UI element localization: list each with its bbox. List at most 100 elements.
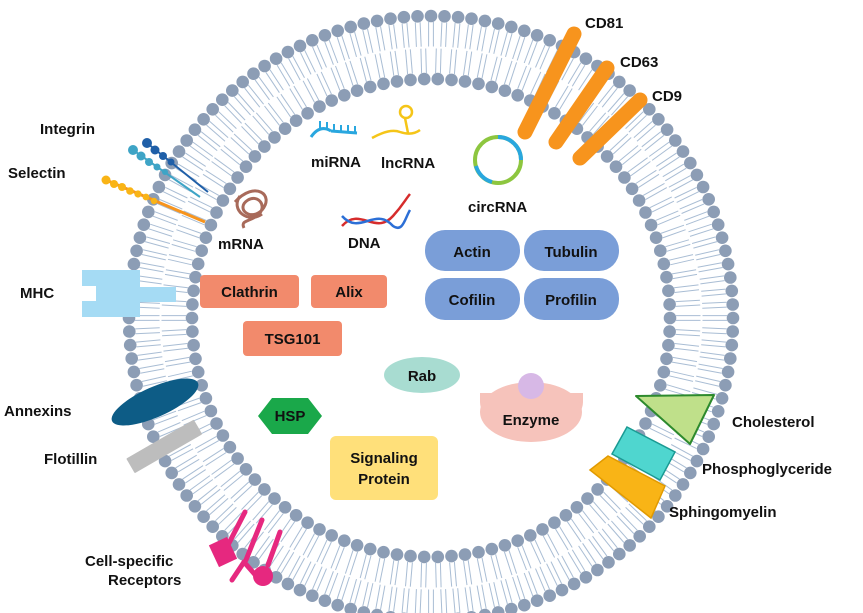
lipid-tail xyxy=(559,88,573,110)
lipid-tail xyxy=(521,67,532,91)
lipid-tail xyxy=(578,102,595,123)
lipid-tail xyxy=(224,105,242,124)
lipid-tail xyxy=(304,563,316,586)
lipid-tail xyxy=(651,200,675,213)
lipid-tail xyxy=(676,191,699,203)
lipid-tail xyxy=(200,488,221,505)
rab-label: Rab xyxy=(408,368,436,385)
lipid-tail xyxy=(192,479,214,495)
lipid-tail xyxy=(534,539,546,563)
lipid-tail xyxy=(137,351,162,356)
outer-lipid-head xyxy=(726,311,740,325)
lipid-tail xyxy=(254,535,270,557)
lipid-tail xyxy=(150,223,174,233)
lipid-tail xyxy=(177,458,200,473)
outer-lipid-head xyxy=(331,598,345,612)
cd81-label: CD81 xyxy=(585,15,623,32)
lipid-tail xyxy=(674,284,699,289)
lipid-tail xyxy=(644,134,665,151)
lipid-tail xyxy=(420,562,423,588)
lipid-tail xyxy=(288,58,301,81)
inner-lipid-head xyxy=(390,75,404,88)
inner-lipid-head xyxy=(639,417,652,430)
outer-lipid-head xyxy=(543,34,556,47)
lipid-tail xyxy=(200,131,221,148)
inner-lipid-head xyxy=(204,404,218,418)
lipid-tail xyxy=(658,156,680,171)
lipid-tail xyxy=(172,239,197,248)
lipid-tail xyxy=(234,96,251,116)
lipid-tail xyxy=(241,491,259,510)
inner-lipid-head xyxy=(313,523,326,536)
lipid-tail xyxy=(227,102,246,121)
outer-lipid-head xyxy=(344,20,358,34)
lipid-tail xyxy=(578,69,593,91)
lipid-tail xyxy=(530,71,542,95)
lipid-tail xyxy=(163,284,188,289)
outer-lipid-head xyxy=(180,134,193,147)
phosphoglyceride-label: Phosphoglyceride xyxy=(702,461,832,478)
outer-lipid-head xyxy=(172,478,186,491)
lipid-tail xyxy=(176,229,200,239)
lipid-tail xyxy=(660,224,685,234)
lipid-tail xyxy=(612,137,632,155)
lipid-tail xyxy=(419,589,422,613)
enzyme-label: Enzyme xyxy=(503,412,560,429)
lipid-tail xyxy=(467,560,473,585)
outer-lipid-head xyxy=(258,59,271,73)
lipid-tail xyxy=(582,510,598,531)
lipid-tail xyxy=(547,533,560,556)
lipid-tail xyxy=(457,23,461,48)
lipid-tail xyxy=(211,161,232,177)
lipid-tail xyxy=(182,465,204,480)
lipid-tail xyxy=(425,562,427,588)
outer-lipid-head xyxy=(491,606,505,613)
lipid-tail xyxy=(528,41,538,65)
lipid-tail xyxy=(539,566,550,590)
inner-lipid-head xyxy=(301,107,314,120)
lipid-tail xyxy=(561,555,574,578)
inner-lipid-head xyxy=(417,72,431,86)
inner-lipid-head xyxy=(511,89,524,102)
outer-lipid-head xyxy=(357,17,371,30)
lipid-tail xyxy=(354,31,362,56)
lipid-tail xyxy=(535,44,546,68)
lipid-tail xyxy=(625,507,644,525)
inner-lipid-head xyxy=(404,73,417,87)
annexins-label: Annexins xyxy=(4,403,72,420)
lipid-tail xyxy=(493,582,500,607)
inner-lipid-head xyxy=(458,75,472,88)
outer-lipid-head xyxy=(623,539,636,552)
lipid-tail xyxy=(349,33,357,58)
inner-lipid-head xyxy=(654,244,667,257)
lipid-tail xyxy=(681,203,705,214)
inner-lipid-head xyxy=(289,509,303,522)
lipid-tail xyxy=(620,512,638,531)
lipid-tail xyxy=(316,73,328,97)
mrna-icon xyxy=(233,189,268,229)
inner-lipid-head xyxy=(187,338,200,352)
tubulin-label: Tubulin xyxy=(544,244,597,261)
inner-lipid-head xyxy=(186,325,199,338)
inner-lipid-head xyxy=(350,539,364,552)
lipid-tail xyxy=(165,269,191,275)
lipid-tail xyxy=(662,163,685,178)
lipid-tail xyxy=(668,254,694,261)
mirna-icon xyxy=(309,121,358,138)
outer-lipid-head xyxy=(724,271,737,284)
outer-lipid-head xyxy=(702,430,715,444)
lipid-tail xyxy=(244,122,263,141)
outer-lipid-head xyxy=(660,500,674,513)
lipid-tail xyxy=(234,520,251,540)
inner-lipid-head xyxy=(559,509,573,522)
inner-lipid-head xyxy=(210,206,223,219)
lipid-tail xyxy=(655,210,679,221)
dna-icon xyxy=(341,193,412,229)
outer-lipid-head xyxy=(357,606,371,613)
lipid-tail xyxy=(414,589,417,613)
lipid-tail xyxy=(675,333,700,337)
outer-lipid-head xyxy=(715,231,729,244)
lipid-tail xyxy=(181,410,205,422)
inner-lipid-head xyxy=(191,365,205,379)
lipid-tail xyxy=(453,49,457,75)
